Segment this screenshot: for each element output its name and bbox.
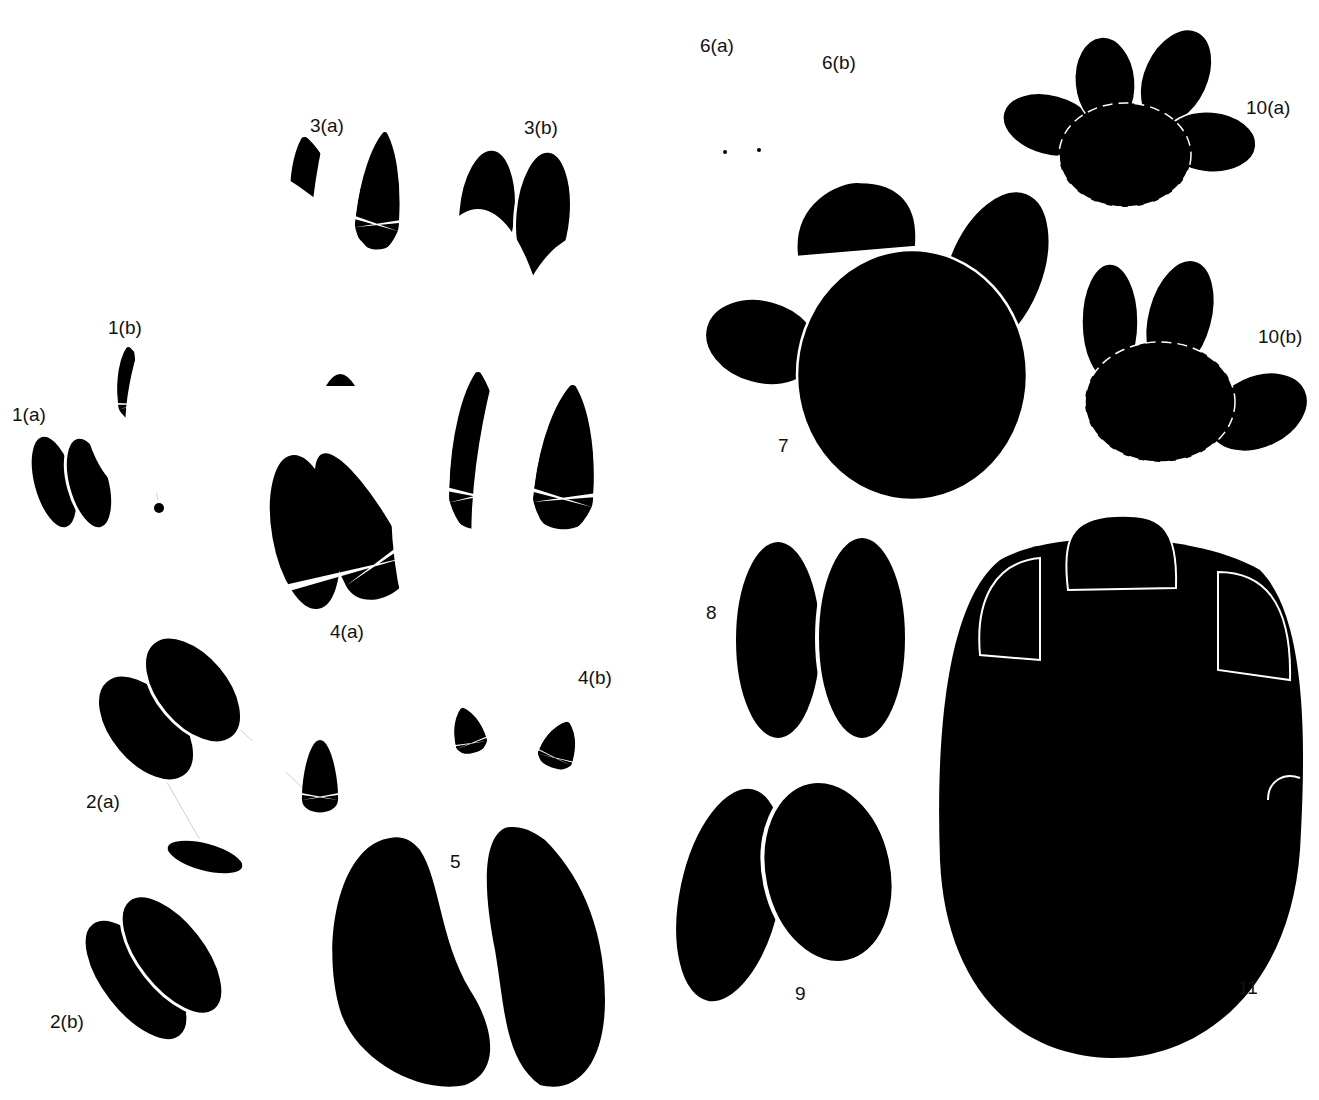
callout-number: 3(a): [310, 116, 344, 137]
track-4b-part: [447, 704, 490, 757]
callout-number: 6(a): [700, 36, 734, 57]
callout-number: 11: [1238, 978, 1258, 999]
track-8-part: [817, 536, 907, 740]
track-11-part: [1218, 572, 1290, 680]
track-11: [939, 516, 1303, 1058]
track-4b-part: [535, 716, 585, 774]
callout-number: 10(a): [1246, 98, 1290, 119]
track-6b: [811, 85, 837, 107]
track-5-part: [332, 837, 490, 1086]
track-8: [734, 536, 907, 740]
track-11-part: [1268, 776, 1300, 800]
track-7-part: [797, 250, 1027, 500]
track-8-part: [734, 540, 822, 740]
callout-number: 9: [795, 984, 806, 1005]
callout-number: 8: [706, 603, 717, 624]
callout-number: 4(a): [330, 622, 364, 643]
track-9-part: [746, 769, 909, 976]
callout-number: 2(a): [86, 792, 120, 813]
track-2b-part: [102, 879, 242, 1031]
track-2a-part: [162, 832, 247, 882]
track-6b-part: [825, 85, 837, 106]
track-5: [332, 827, 605, 1087]
track-10b: [1082, 253, 1319, 467]
track-1b-part: [154, 503, 164, 513]
track-10a: [996, 18, 1259, 207]
track-4b-part: [530, 382, 603, 531]
callout-number: 2(b): [50, 1012, 84, 1033]
track-6a-part: [740, 71, 756, 114]
track-7: [695, 175, 1071, 500]
track-6a-part: [757, 148, 761, 152]
callout-number: 6(b): [822, 53, 856, 74]
callout-number: 10(b): [1258, 327, 1302, 348]
callout-number: 5: [450, 852, 461, 873]
callout-number: 7: [778, 436, 789, 457]
track-3a-part: [326, 374, 355, 386]
track-11-part: [1066, 516, 1176, 590]
track-2a-part: [302, 740, 338, 812]
track-2b: [65, 879, 242, 1058]
track-3a-part: [353, 130, 407, 251]
track-7-part: [796, 182, 916, 257]
track-2a: [79, 619, 338, 881]
track-6a: [716, 71, 761, 154]
callout-number: 1(b): [108, 318, 142, 339]
track-6a-part: [723, 150, 727, 154]
track-4b: [447, 372, 603, 774]
track-11-part: [979, 558, 1040, 660]
track-5-part: [487, 827, 605, 1087]
track-6a-part: [716, 71, 734, 116]
callout-number: 4(b): [578, 668, 612, 689]
callout-number: 3(b): [524, 118, 558, 139]
track-10b-part: [1085, 342, 1235, 462]
track-2a-part: [126, 619, 261, 760]
track-11-part: [939, 539, 1303, 1058]
track-9: [656, 769, 909, 1014]
callout-number: 1(a): [12, 405, 46, 426]
track-10a-part: [1059, 103, 1191, 207]
